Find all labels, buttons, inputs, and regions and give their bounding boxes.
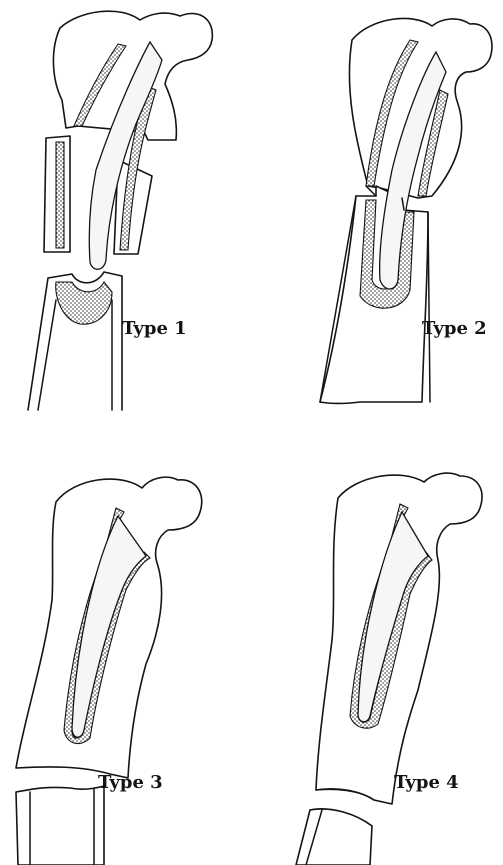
- panel-type-3: Type 3: [16, 477, 202, 865]
- panel-label-type-1: Type 1: [122, 318, 187, 339]
- panel-type-2: Type 2: [320, 18, 492, 403]
- shaft-inner-line-left: [38, 300, 56, 410]
- panel-type-1: Type 1: [28, 11, 212, 410]
- shaft-outer-line-right: [428, 212, 430, 402]
- femur-distal-shaft: [296, 809, 372, 865]
- femur-distal-shaft: [16, 786, 104, 865]
- panel-label-type-4: Type 4: [394, 772, 459, 793]
- panel-type-4: Type 4: [296, 473, 482, 865]
- cement-mantle-left-fragment: [56, 142, 64, 248]
- panel-label-type-3: Type 3: [98, 772, 163, 793]
- panel-label-type-2: Type 2: [422, 318, 487, 339]
